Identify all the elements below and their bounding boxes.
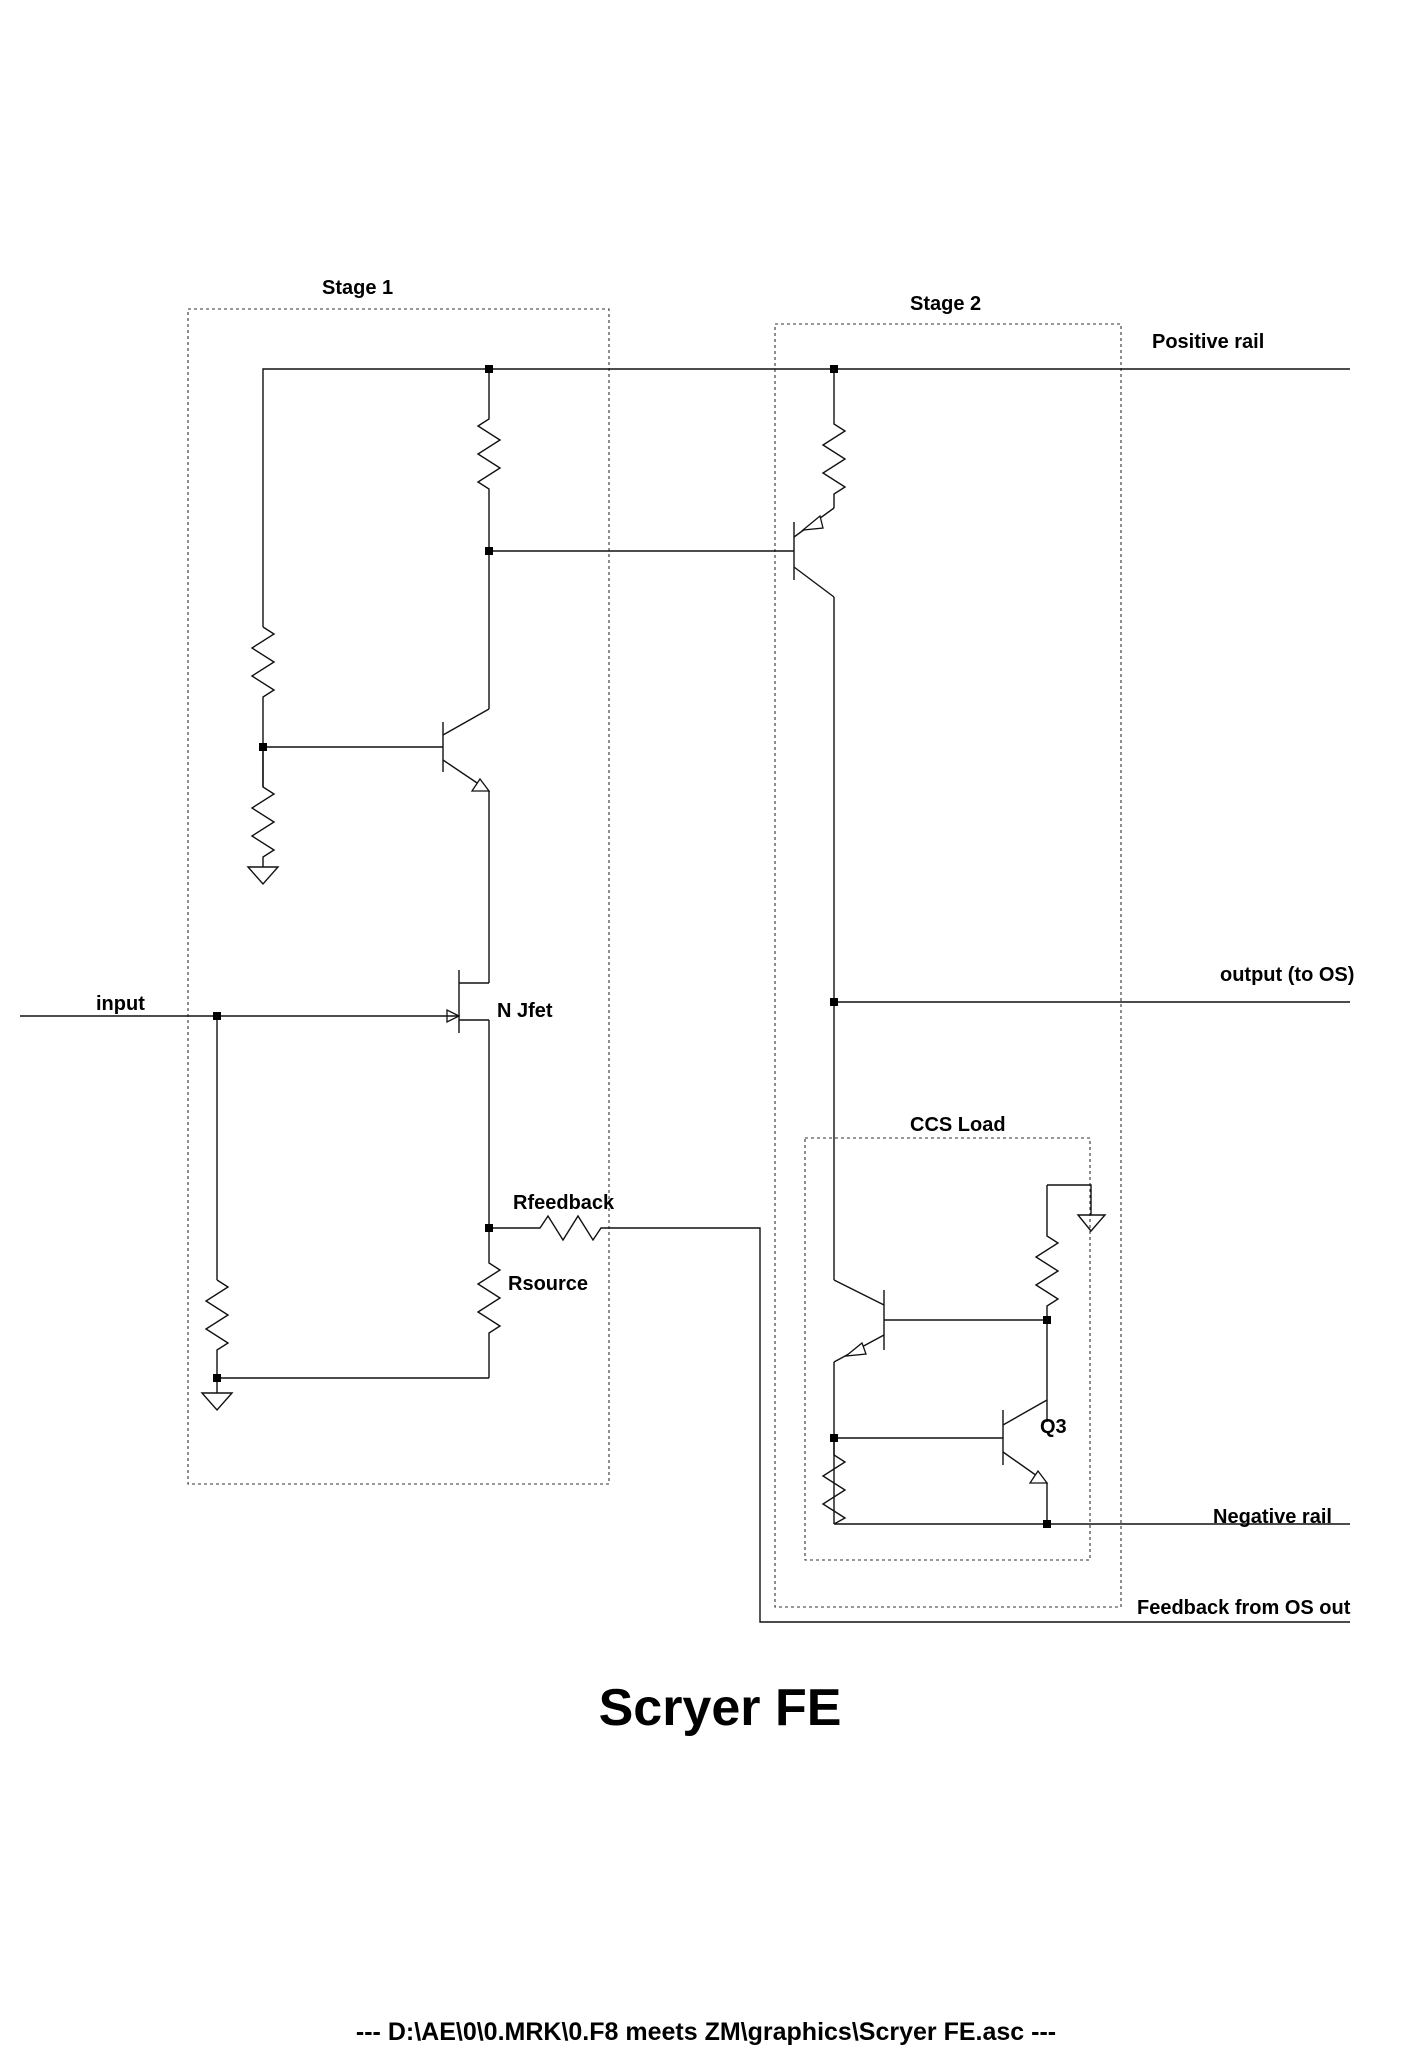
stage2-emitter-resistor	[821, 369, 847, 508]
feedback-label: Feedback from OS out	[1137, 1597, 1351, 1619]
ground-symbol-2	[200, 1377, 489, 1412]
ccs-load-label: CCS Load	[910, 1114, 1006, 1136]
input-label: input	[96, 993, 145, 1015]
input-wire	[20, 1015, 459, 1280]
gate-resistor	[204, 1279, 230, 1378]
ccs-q3-transistor	[834, 1399, 1049, 1524]
ccs-upper-transistor	[833, 1279, 1047, 1524]
positive-rail-label: Positive rail	[1152, 331, 1264, 353]
q3-label: Q3	[1040, 1416, 1067, 1438]
file-path-footer: --- D:\AE\0\0.MRK\0.F8 meets ZM\graphics…	[356, 2018, 1056, 2046]
n-jfet	[446, 970, 490, 1228]
rfeedback-label: Rfeedback	[513, 1192, 615, 1214]
positive-rail-wire	[262, 368, 1350, 627]
stage1-collector-resistor	[476, 369, 502, 698]
output-label: output (to OS)	[1220, 964, 1354, 986]
junction-dots	[213, 365, 1051, 1528]
ground-symbol	[246, 866, 280, 886]
ccs-sense-resistor	[821, 1438, 847, 1525]
jfet-label: N Jfet	[497, 1000, 553, 1022]
negative-rail-label: Negative rail	[1213, 1506, 1332, 1528]
ccs-load-box	[804, 1137, 1091, 1561]
stage2-label: Stage 2	[910, 293, 981, 315]
stage2-pnp-transistor	[793, 507, 835, 1280]
bias-lower-resistor	[250, 747, 276, 867]
stage1-box	[187, 308, 610, 1485]
cascode-npn-transistor	[263, 698, 491, 983]
bias-upper-resistor	[250, 626, 276, 787]
rsource-resistor	[476, 1228, 502, 1378]
rfeedback-resistor	[489, 1214, 1350, 1623]
stage1-label: Stage 1	[322, 277, 393, 299]
rsource-label: Rsource	[508, 1273, 588, 1295]
stage2-box	[774, 323, 1122, 1608]
diagram-title: Scryer FE	[599, 1679, 842, 1737]
ccs-bias-resistor	[1034, 1184, 1107, 1422]
